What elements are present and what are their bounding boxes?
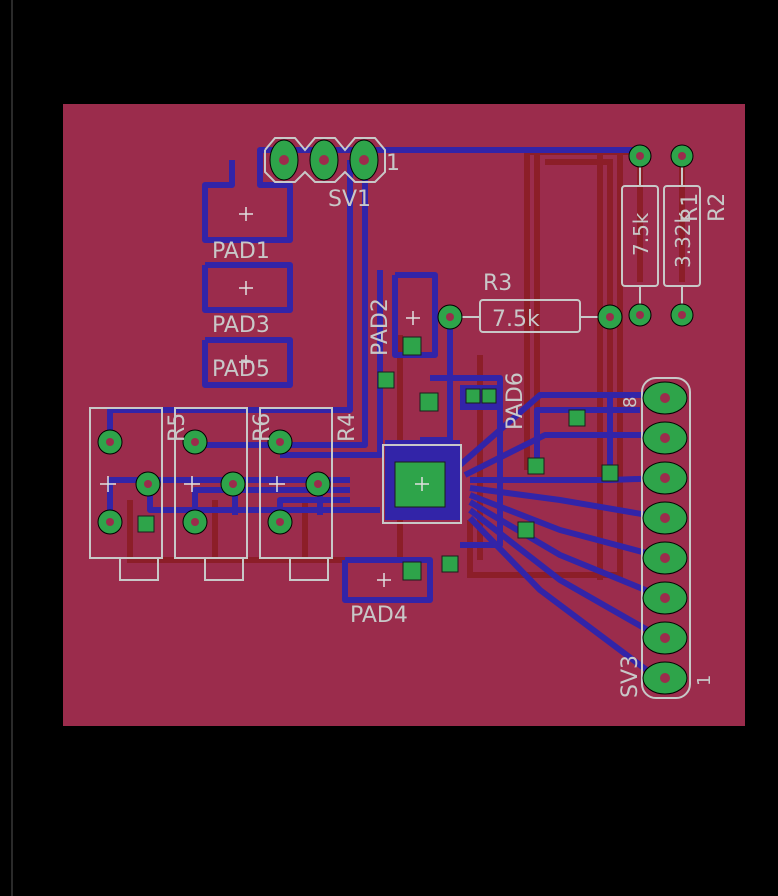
label-r2-value: 3.32k [671, 211, 695, 268]
label-pad6: PAD6 [503, 372, 528, 430]
label-r1: R1 [678, 193, 703, 222]
label-sv3: SV3 [618, 655, 643, 698]
label-r3-value: 7.5k [492, 307, 540, 332]
pad-origin-marks [100, 207, 429, 587]
label-r6: R6 [250, 413, 275, 442]
label-sv3-pin8: 8 [620, 397, 641, 408]
label-pad5: PAD5 [212, 357, 270, 382]
label-r2: R2 [705, 193, 730, 222]
label-sv1: SV1 [328, 187, 371, 212]
label-pad1: PAD1 [212, 239, 270, 264]
label-r5: R5 [165, 413, 190, 442]
label-r1-value: 7.5k [629, 212, 653, 256]
label-r4: R4 [335, 413, 360, 442]
label-pad2: PAD2 [368, 298, 393, 356]
label-pad4: PAD4 [350, 603, 408, 628]
through-hole-pads [97, 139, 694, 695]
label-pad3: PAD3 [212, 313, 270, 338]
label-r3: R3 [483, 271, 512, 296]
label-sv1-pin: 1 [386, 151, 400, 176]
label-sv3-pin1: 1 [694, 675, 715, 686]
silkscreen-labels: SV1 1 PAD1 PAD3 PAD5 PAD4 PAD2 PAD6 R3 7… [165, 151, 730, 698]
